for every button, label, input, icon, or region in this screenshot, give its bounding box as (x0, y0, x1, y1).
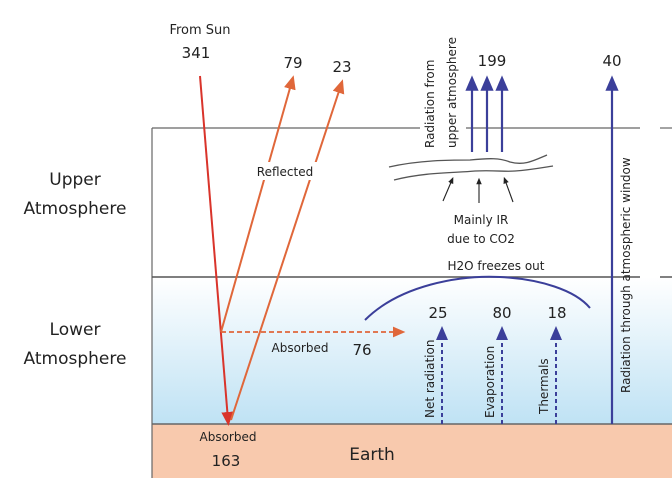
reflected-arrow-atmosphere (220, 75, 296, 333)
co2-layer-lines (388, 154, 554, 181)
net-radiation-value: 25 (428, 304, 447, 322)
absorbed-earth-label: Absorbed (200, 430, 257, 444)
absorbed-earth-value: 163 (212, 452, 241, 470)
window-label: Radiation through atmospheric window (619, 157, 633, 393)
thermals-value: 18 (547, 304, 566, 322)
co2-absorption-arrows (442, 176, 514, 203)
from-sun-label: From Sun (169, 23, 230, 38)
evaporation-value: 80 (492, 304, 511, 322)
radiation-upper-value: 199 (478, 52, 507, 70)
mainly-ir-label: Mainly IR (454, 213, 509, 227)
h2o-freezes-label: H2O freezes out (448, 259, 545, 273)
sun-value: 341 (182, 44, 211, 62)
surface-flux-arrows (436, 326, 562, 424)
thermals-label: Thermals (537, 358, 551, 415)
upper-atmosphere-label-2: Atmosphere (24, 199, 127, 219)
h2o-arc (364, 275, 591, 321)
radiation-upper-label-2: upper atmosphere (445, 37, 459, 148)
radiation-upper-label: Radiation from (423, 60, 437, 148)
absorbed-atmosphere-value: 76 (352, 341, 371, 359)
radiation-upper-arrows (465, 75, 509, 152)
upper-atmosphere-label: Upper (49, 170, 100, 190)
lower-atmosphere-label: Lower (50, 320, 101, 340)
absorbed-atmosphere-label: Absorbed (272, 341, 329, 355)
reflected-arrow-surface (230, 79, 345, 421)
reflected-label: Reflected (257, 165, 313, 179)
earth-label: Earth (349, 445, 395, 465)
earth-region (152, 424, 672, 478)
lower-atmosphere-label-2: Atmosphere (24, 349, 127, 369)
reflected-value-23: 23 (332, 58, 351, 76)
evaporation-label: Evaporation (483, 346, 497, 418)
mainly-ir-label-2: due to CO2 (447, 232, 515, 246)
solar-incoming-arrow (199, 75, 234, 426)
window-value: 40 (602, 52, 621, 70)
reflected-value-79: 79 (283, 54, 302, 72)
net-radiation-label: Net radiation (423, 340, 437, 418)
